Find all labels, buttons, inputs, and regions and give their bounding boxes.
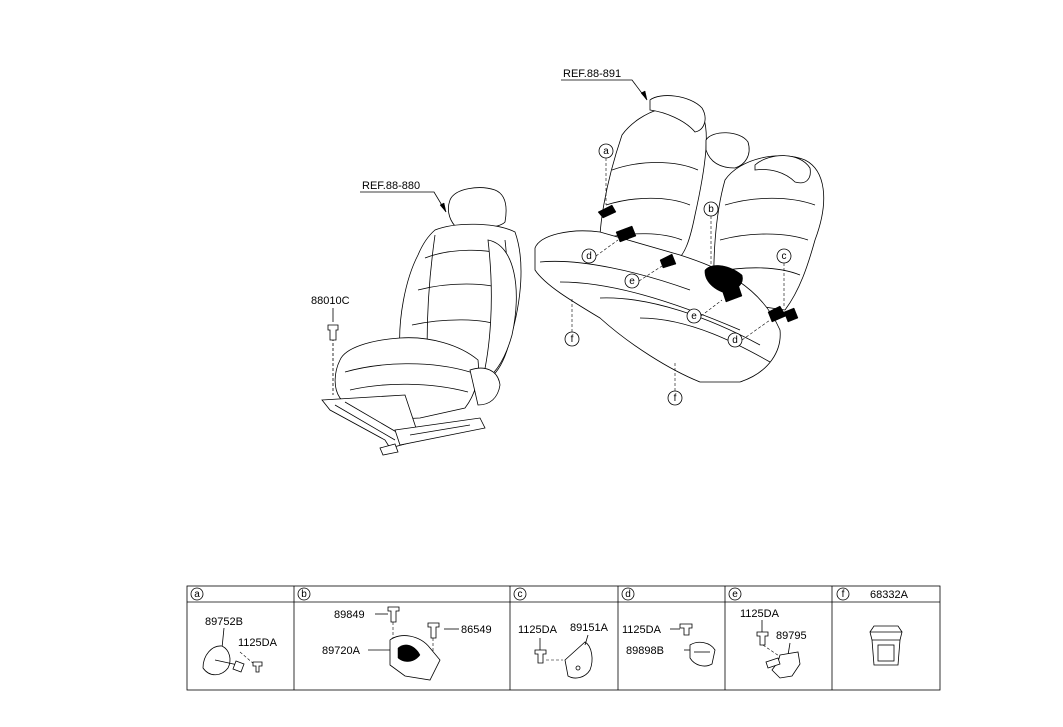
table-cell-d: d 1125DA 89898B: [621, 587, 716, 667]
callout-c-main: c: [776, 248, 792, 308]
callout-letter: c: [782, 251, 787, 262]
callout-letter: e: [629, 276, 635, 287]
callout-f-main-left: f: [564, 298, 580, 347]
part-number: 1125DA: [740, 608, 780, 620]
front-seat-ref-label: REF.88-880: [362, 180, 420, 192]
cell-letter: d: [625, 589, 631, 600]
callout-f-main-right: f: [667, 362, 683, 406]
callout-b-main: b: [703, 201, 719, 268]
callout-letter: d: [732, 335, 738, 346]
table-cell-e: e 1125DA 89795: [728, 587, 807, 679]
part-number: 86549: [461, 624, 492, 636]
table-cell-a: a 89752B 1125DA: [190, 587, 278, 676]
callout-letter: d: [586, 251, 592, 262]
part-number: 89898B: [626, 645, 664, 657]
callout-e-main-left: e: [624, 265, 663, 289]
rear-seat-illustration: [534, 95, 825, 383]
callout-letter: e: [691, 311, 697, 322]
cell-letter: c: [518, 589, 523, 600]
parts-table: [186, 585, 941, 691]
cell-letter: e: [732, 589, 738, 600]
callout-letter: f: [571, 334, 574, 345]
callout-d-main-right: d: [727, 319, 771, 348]
rear-seat-reference: REF.88-891: [561, 68, 648, 101]
part-number: 68332A: [870, 589, 909, 601]
callout-letter: a: [603, 146, 609, 157]
front-seat-reference: REF.88-880: [360, 180, 447, 213]
part-number: 89795: [776, 630, 807, 642]
cell-letter: a: [194, 589, 200, 600]
part-number: 89151A: [570, 622, 609, 634]
part-number: 1125DA: [518, 624, 558, 636]
bolt-88010C: 88010C: [311, 295, 350, 322]
callout-letter: f: [674, 393, 677, 404]
rear-seat-ref-label: REF.88-891: [563, 68, 621, 80]
front-seat-illustration: [321, 187, 522, 456]
part-number: 1125DA: [622, 624, 662, 636]
table-cell-b: b 89849 86549 89720A: [297, 587, 492, 681]
callout-d-main-left: d: [581, 239, 619, 264]
table-cell-f: f 68332A: [836, 587, 909, 666]
part-number: 1125DA: [238, 637, 278, 649]
callout-a-main: a: [598, 143, 614, 205]
callout-letter: b: [708, 204, 714, 215]
cell-letter: b: [301, 589, 307, 600]
part-number: 89752B: [205, 616, 243, 628]
part-number: 89849: [334, 609, 365, 621]
bolt-part-number: 88010C: [311, 295, 350, 307]
part-number: 89720A: [322, 645, 361, 657]
callout-e-main-right: e: [686, 299, 723, 324]
table-cell-c: c 1125DA 89151A: [513, 587, 609, 679]
cell-letter: f: [842, 589, 845, 600]
